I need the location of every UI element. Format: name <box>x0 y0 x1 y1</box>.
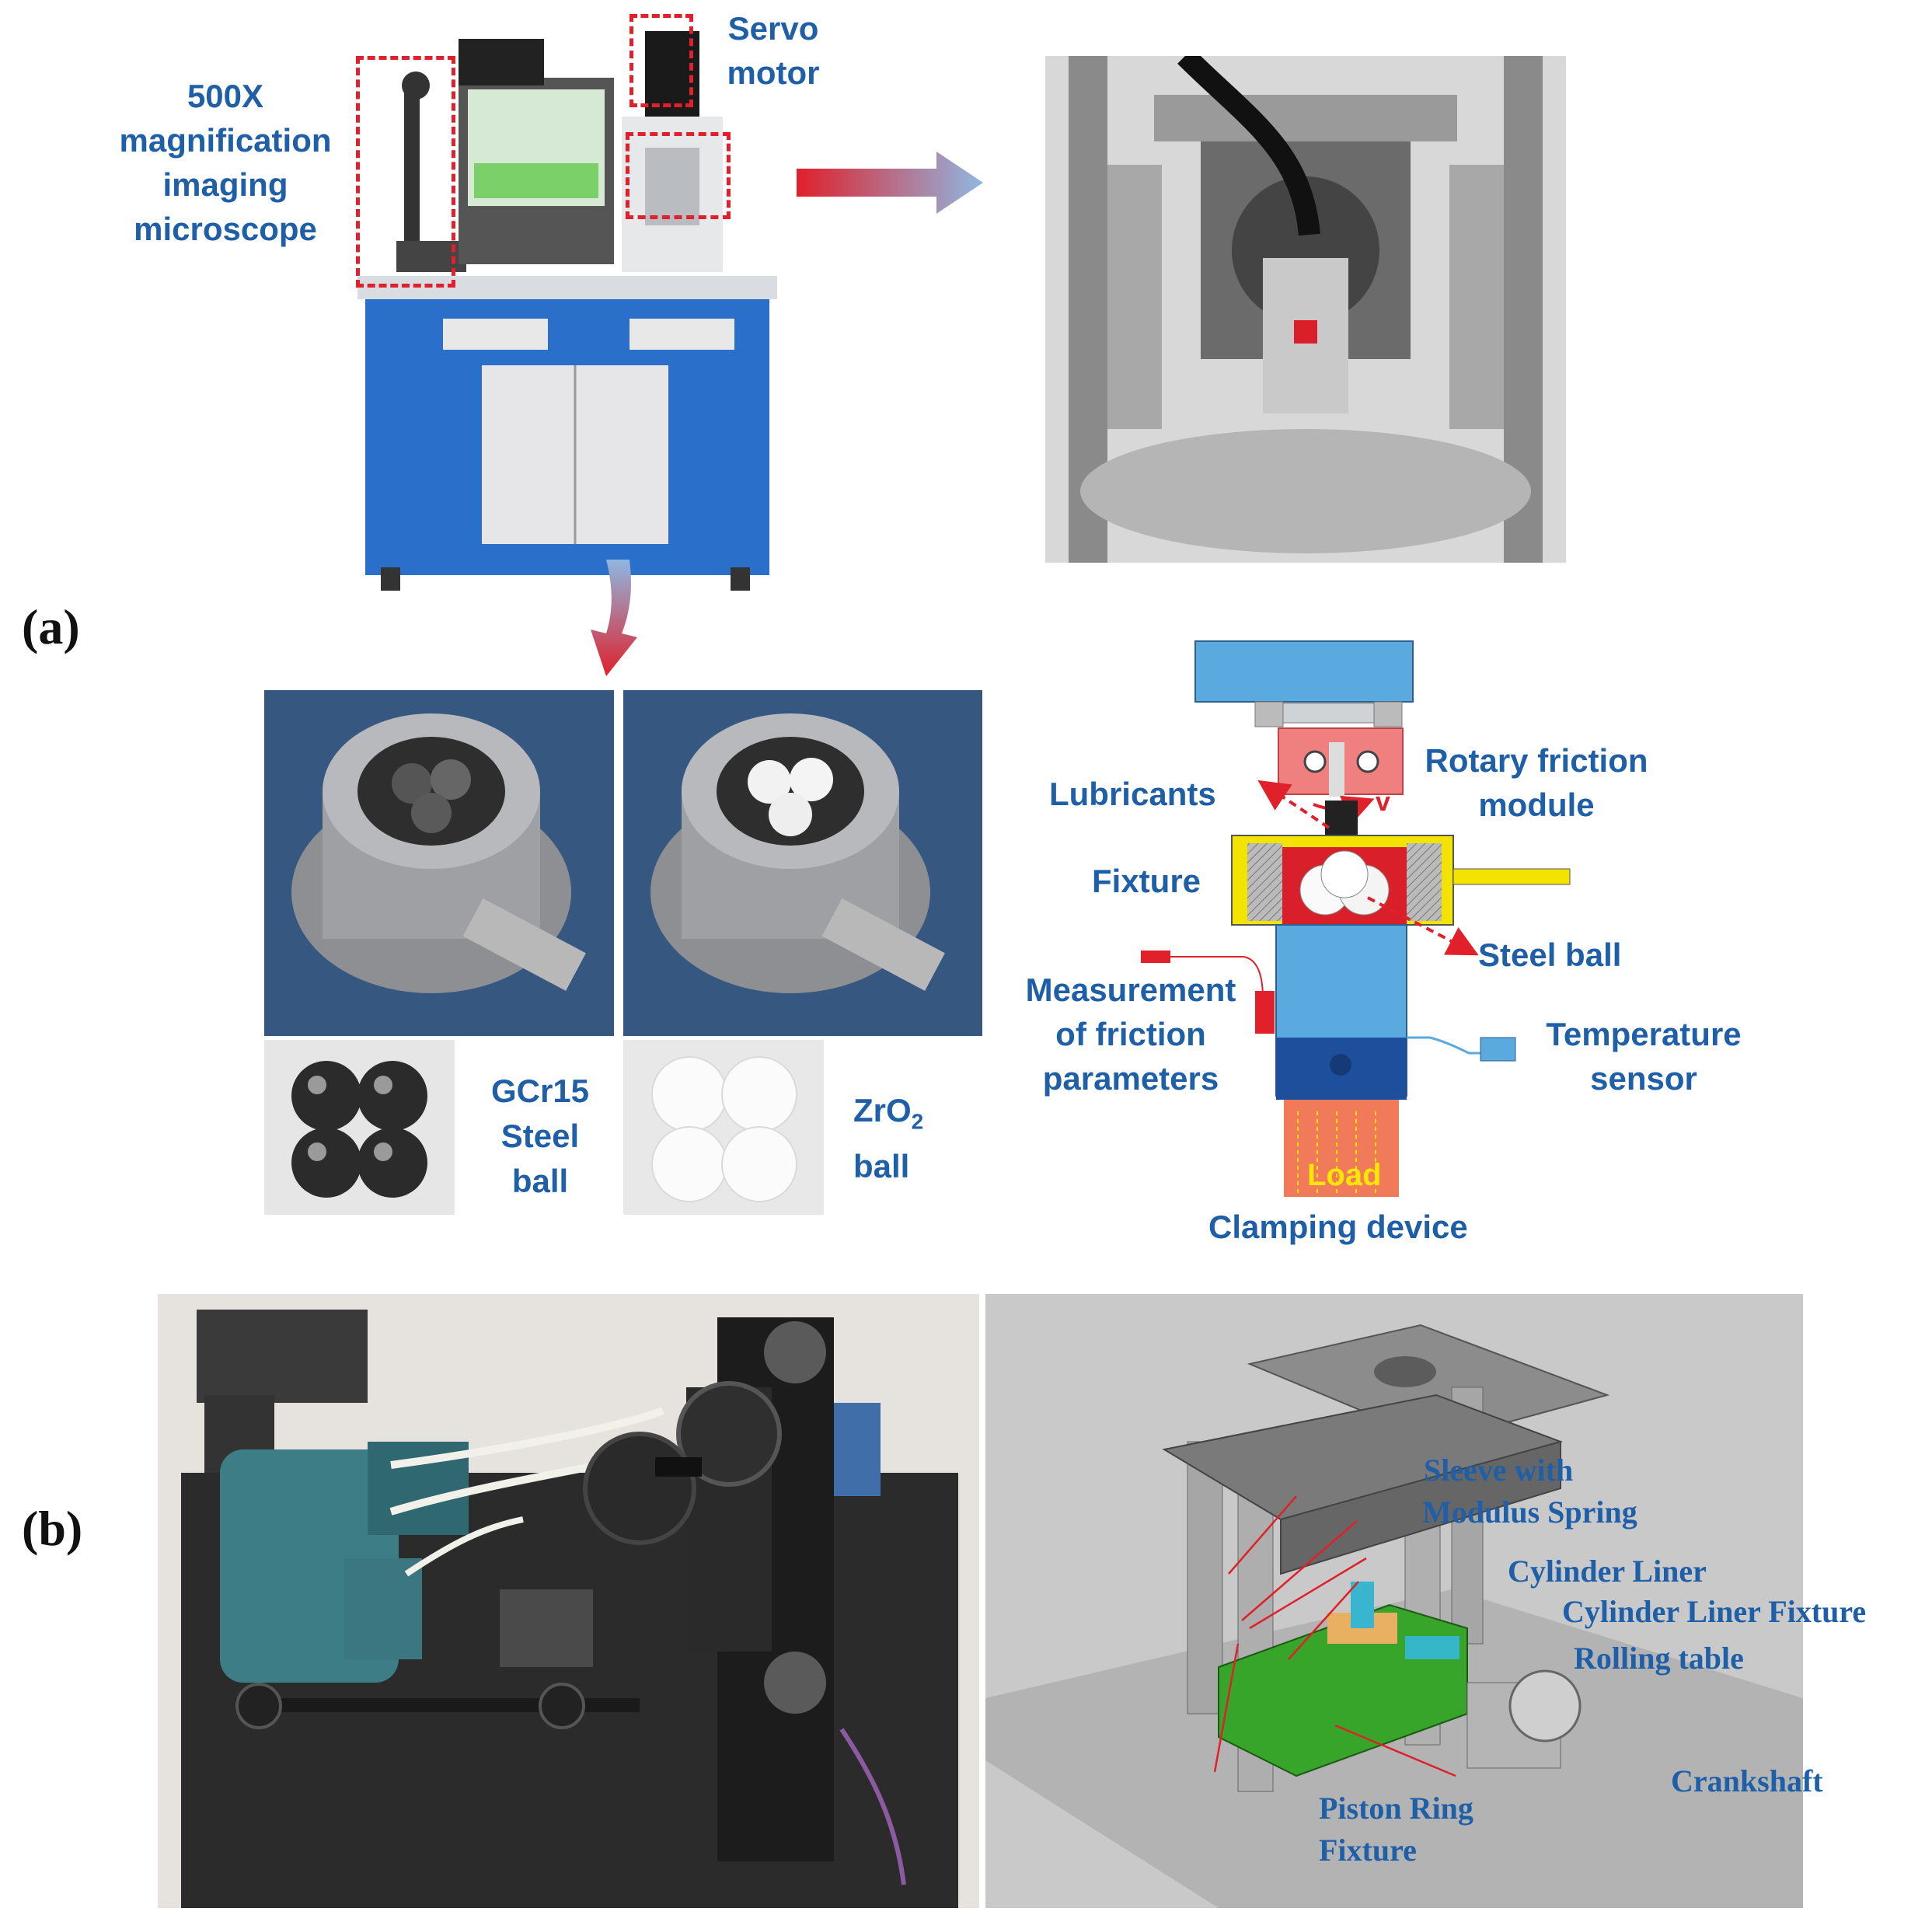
gcr15-label-line-1: GCr15 <box>490 1073 590 1109</box>
load-block <box>1284 1100 1399 1197</box>
friction-module-schematic <box>1141 640 1571 1197</box>
load-label: Load <box>1307 1158 1382 1192</box>
zro2-balls-photo <box>623 1040 824 1215</box>
piston-ring-label-line-2: Fixture <box>1319 1833 1417 1868</box>
panel-label-a: (a) <box>22 599 80 654</box>
temperature-label-line-1: Temperature <box>1546 1016 1742 1052</box>
zro2-ball-label: ZrO2 ball <box>853 1088 923 1189</box>
measurement-label-line-2: of friction <box>1055 1016 1206 1052</box>
servo-motor-label: Servo motor <box>715 6 832 95</box>
servo-label-line-2: motor <box>727 54 820 91</box>
top-plate <box>1194 640 1414 703</box>
cylinder-liner-fixture-label: Cylinder Liner Fixture <box>1562 1594 1867 1629</box>
measurement-label-line-3: parameters <box>1042 1060 1219 1097</box>
gcr15-label-line-2: Steel <box>500 1118 580 1154</box>
measurement-label: Measurement of friction parameters <box>1006 968 1255 1101</box>
temperature-sensor-label: Temperature sensor <box>1523 1012 1764 1101</box>
servo-highlight-box <box>629 14 693 107</box>
zro2-ball-holder-photo <box>623 690 982 1036</box>
microscope-label-line-1: 500X <box>187 78 264 114</box>
fixture-label: Fixture <box>1092 863 1201 899</box>
gcr15-label-line-3: ball <box>511 1163 569 1199</box>
rolling-table-label: Rolling table <box>1574 1641 1744 1676</box>
rig-cad-model <box>985 1294 1803 1908</box>
zro2-label-subscript: 2 <box>911 1109 924 1134</box>
clamping-device-label: Clamping device <box>1208 1209 1468 1245</box>
microscope-label: 500X magnification imaging microscope <box>93 74 357 251</box>
arrow-down-icon <box>591 560 637 676</box>
servo-label-line-1: Servo <box>727 10 819 47</box>
module-highlight-box <box>626 132 731 219</box>
measurement-label-line-1: Measurement <box>1025 971 1236 1008</box>
rotary-label-line-1: Rotary friction <box>1425 742 1648 779</box>
sleeve-label-line-2: Modulus Spring <box>1422 1495 1637 1530</box>
sleeve-label: Sleeve with Modulus Spring <box>1422 1449 1637 1533</box>
zro2-label-main: ZrO <box>853 1092 912 1128</box>
sleeve-label-line-1: Sleeve with <box>1424 1453 1574 1488</box>
velocity-label: v <box>1376 787 1390 817</box>
gcr15-balls-photo <box>264 1040 455 1215</box>
rotary-module-photo <box>1045 56 1566 563</box>
rotary-friction-label: Rotary friction module <box>1408 738 1665 827</box>
test-rig-photo <box>158 1294 979 1908</box>
zro2-label-ball: ball <box>853 1148 910 1185</box>
steel-ball-holder-photo <box>264 690 614 1036</box>
microscope-label-line-4: microscope <box>134 211 317 247</box>
tribometer-machine-photo <box>342 8 793 606</box>
steel-ball-label: Steel ball <box>1478 937 1622 973</box>
gcr15-steel-ball-label: GCr15 Steel ball <box>466 1069 614 1204</box>
piston-ring-label-line-1: Piston Ring <box>1319 1791 1473 1826</box>
microscope-highlight-box <box>356 56 455 288</box>
temperature-label-line-2: sensor <box>1590 1060 1697 1097</box>
crankshaft-label: Crankshaft <box>1671 1763 1823 1798</box>
arrow-right-icon <box>797 152 983 214</box>
rotary-label-line-2: module <box>1478 787 1595 823</box>
lubricants-label: Lubricants <box>1049 776 1216 812</box>
microscope-label-line-2: magnification <box>119 122 332 159</box>
cylinder-liner-label: Cylinder Liner <box>1508 1554 1707 1589</box>
microscope-label-line-3: imaging <box>162 166 288 203</box>
piston-ring-fixture-label: Piston Ring Fixture <box>1319 1788 1473 1871</box>
panel-label-b: (b) <box>22 1501 83 1556</box>
